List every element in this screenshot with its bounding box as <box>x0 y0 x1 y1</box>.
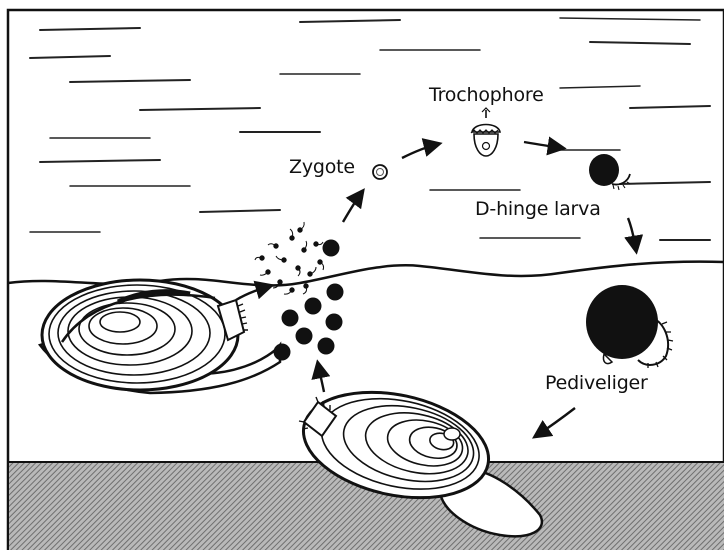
pediveliger-label: Pediveliger <box>545 372 648 394</box>
zygote-label: Zygote <box>289 156 355 178</box>
d-hinge-larva-label: D-hinge larva <box>475 198 601 220</box>
trochophore-label: Trochophore <box>429 84 544 106</box>
zygote-cell <box>373 165 387 179</box>
